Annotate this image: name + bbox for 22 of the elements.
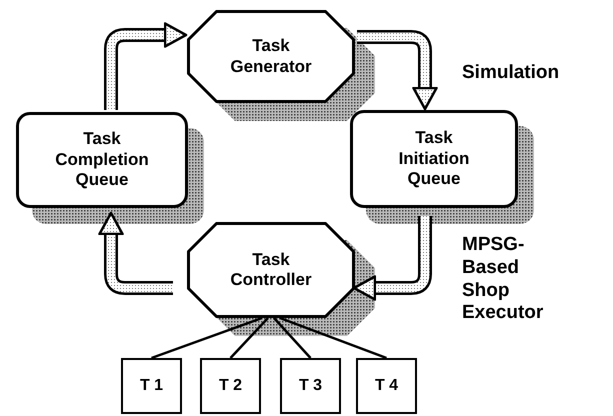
node-label: Task Initiation Queue — [398, 128, 470, 190]
node-label: Task Completion Queue — [54, 129, 150, 191]
connector-line — [273, 317, 312, 359]
node-label: T 1 — [140, 376, 164, 396]
terminal-box — [356, 358, 417, 414]
octagon-node — [187, 222, 355, 318]
node-label: T 3 — [298, 376, 322, 396]
node-label: Task Generator — [229, 36, 313, 77]
annotation-text: Simulation — [462, 62, 560, 85]
connector-line — [280, 316, 387, 360]
node-label: Task Controller — [229, 250, 313, 290]
node-label: T 4 — [374, 376, 398, 396]
connector-line — [151, 316, 262, 360]
node-label: T 2 — [218, 376, 242, 396]
terminal-box — [200, 358, 261, 414]
terminal-box — [121, 358, 182, 414]
queue-box — [350, 110, 518, 208]
annotation-text: MPSG- Based Shop Executor — [462, 234, 544, 326]
octagon-node — [187, 10, 355, 103]
queue-box — [16, 112, 188, 208]
connector-line — [230, 317, 269, 359]
terminal-box — [280, 358, 341, 414]
